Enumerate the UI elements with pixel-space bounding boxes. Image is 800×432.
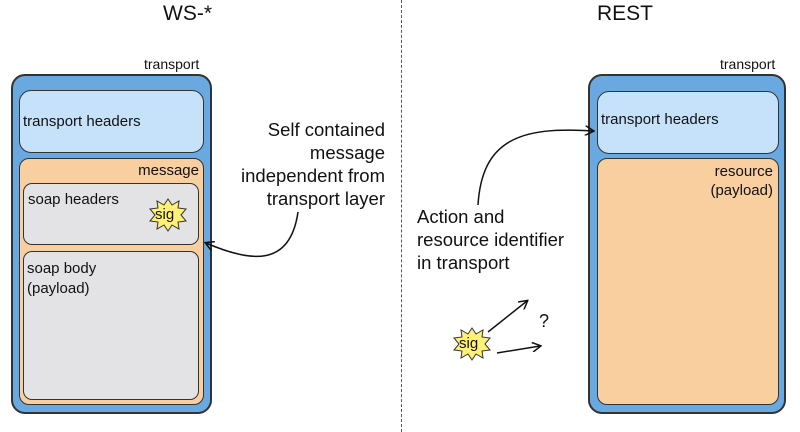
soap-headers-label: soap headers (28, 191, 119, 208)
rest-note-line2: resource identifier (417, 229, 565, 250)
message-box: message soap headers sig soap body (payl… (19, 158, 204, 405)
rest-transport-label: transport (720, 56, 776, 72)
resource-line2: (payload) (710, 182, 773, 199)
resource-label: resource (payload) (710, 162, 773, 200)
rest-heading: REST (597, 2, 654, 25)
sig-label: sig (155, 206, 175, 223)
question-mark: ? (539, 311, 550, 331)
ws-transport-headers-box: transport headers (19, 90, 204, 153)
rest-transport-headers-label: transport headers (601, 111, 719, 128)
ws-transport-label: transport (144, 56, 200, 72)
soap-body-line2: (payload) (27, 280, 90, 297)
arrow-icon (496, 346, 540, 354)
rest-note-line1: Action and (417, 206, 505, 227)
ws-note-line4: transport layer (266, 188, 385, 209)
soap-headers-box: soap headers sig (23, 183, 199, 245)
ws-note-line2: message (309, 142, 385, 163)
ws-transport-headers-label: transport headers (23, 113, 141, 130)
ws-note-line1: Self contained (267, 119, 385, 140)
ws-heading: WS-* (163, 2, 212, 25)
rest-note-line3: in transport (417, 252, 510, 273)
ws-note-line3: independent from (241, 165, 385, 186)
column-divider (401, 0, 402, 432)
ws-note: Self contained message independent from … (241, 118, 385, 210)
soap-body-label: soap body (payload) (27, 259, 96, 299)
arrow-icon (477, 130, 593, 206)
sig-badge: sig (148, 198, 188, 232)
loose-sig-label: sig (459, 335, 479, 352)
rest-transport-headers-box: transport headers (597, 91, 779, 154)
soap-body-line1: soap body (27, 260, 97, 277)
message-label: message (138, 162, 199, 179)
arrow-icon (206, 211, 299, 258)
arrow-icon (487, 301, 527, 333)
resource-box: resource (payload) (597, 158, 779, 405)
sig-star-icon (453, 327, 491, 361)
rest-note: Action and resource identifier in transp… (417, 205, 564, 274)
rest-transport-box: transport headers resource (payload) (588, 74, 786, 414)
loose-sig-badge: sig (452, 327, 492, 361)
soap-body-box: soap body (payload) (23, 251, 199, 400)
ws-transport-box: transport headers message soap headers s… (11, 74, 212, 414)
resource-line1: resource (714, 163, 773, 180)
sig-star-icon (149, 198, 187, 232)
